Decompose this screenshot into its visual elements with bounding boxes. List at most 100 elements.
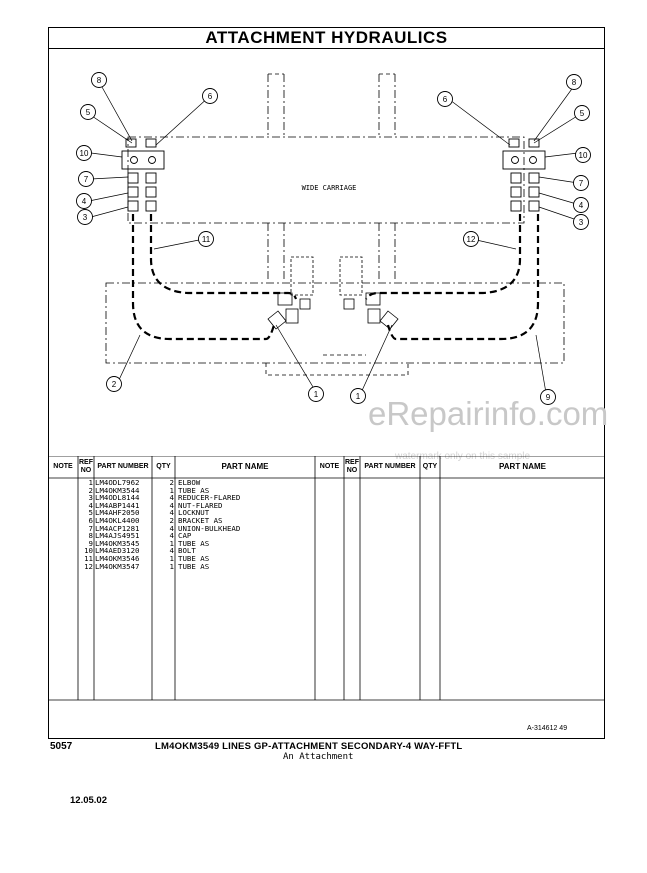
hydraulic-diagram: 8 5 6 10 7 4 3 11 2 1 8 5 6 10 7 4 3 12 …: [76, 72, 591, 405]
callout-label: 12: [467, 235, 476, 244]
tube-11: [149, 214, 298, 300]
lower-frame-outline: [105, 282, 565, 364]
cell-name: TUBE AS: [178, 554, 210, 563]
cell-pn: LM4OKM3545: [95, 538, 140, 548]
cell-no: 6: [88, 516, 93, 525]
cell-name: REDUCER-FLARED: [178, 493, 241, 503]
cell-qty: 1: [169, 538, 174, 548]
cell-no: 2: [88, 485, 93, 495]
watermark-sub: watermark only on this sample: [395, 451, 531, 462]
cell-qty: 1: [169, 554, 174, 563]
callout-label: 10: [80, 149, 89, 158]
cell-qty: 4: [169, 531, 174, 541]
parts-table: NOTE REF NO PART NUMBER QTY PART NAME NO…: [48, 456, 605, 739]
callout-7-left: [78, 171, 94, 187]
callout-11: [198, 231, 214, 247]
cell-no: 1: [88, 478, 93, 487]
callout-6-right: [437, 91, 453, 107]
callout-label: 5: [86, 108, 91, 117]
carriage-guide-right-top: [378, 74, 396, 137]
header-part-name: PART NAME: [221, 462, 269, 471]
watermark-main: eRepairinfo.com: [368, 395, 609, 432]
cell-qty: 2: [169, 478, 174, 487]
callout-2: [106, 376, 122, 392]
group-title: LM4OKM3549 LINES GP-ATTACHMENT SECONDARY…: [155, 741, 463, 752]
cell-qty: 4: [169, 493, 174, 503]
cell-no: 10: [84, 546, 93, 556]
header-part-number: PART NUMBER: [97, 463, 149, 470]
header-ref-no-2: REF NO: [345, 459, 359, 474]
callout-label: 6: [208, 92, 213, 101]
header-note-2: NOTE: [319, 463, 340, 470]
cell-pn: LM4AHF2050: [95, 508, 140, 518]
cell-no: 4: [88, 500, 93, 510]
cell-pn: LM4ABP1441: [95, 500, 140, 510]
cell-name: BOLT: [178, 546, 196, 556]
callout-3-left: [77, 209, 93, 225]
callout-6-left: [202, 88, 218, 104]
tube-9: [386, 214, 540, 341]
page-frame: [48, 27, 605, 739]
valve-block-left: [290, 256, 314, 296]
cell-name: CAP: [178, 531, 192, 541]
group-subtitle: An Attachment: [283, 752, 354, 762]
cell-pn: LM4OKM3547: [95, 561, 140, 571]
cell-qty: 1: [169, 561, 174, 571]
header-qty: QTY: [156, 463, 171, 470]
callout-5-right: [574, 105, 590, 121]
header-part-number-2: PART NUMBER: [364, 463, 416, 470]
cell-qty: 4: [169, 500, 174, 510]
header-part-name-2: PART NAME: [499, 462, 546, 471]
callout-label: 4: [579, 201, 584, 210]
cell-name: TUBE AS: [178, 561, 210, 571]
cell-no: 5: [88, 508, 93, 518]
tube-12: [365, 214, 522, 300]
cell-pn: LM4AED3120: [95, 546, 140, 556]
callout-4-right: [573, 197, 589, 213]
callout-10-left: [76, 145, 92, 161]
cell-no: 8: [88, 531, 93, 541]
callout-5-left: [80, 104, 96, 120]
cell-name: TUBE AS: [178, 538, 210, 548]
header-note: NOTE: [53, 463, 73, 470]
callout-label: 6: [443, 95, 448, 104]
cell-qty: 4: [169, 546, 174, 556]
callout-label: 10: [579, 151, 588, 160]
cell-qty: 4: [169, 523, 174, 533]
callout-label: 1: [356, 392, 361, 401]
cell-no: 3: [88, 493, 93, 503]
callout-9: [540, 389, 556, 405]
cell-no: 9: [88, 538, 93, 548]
wide-carriage-outline: [127, 136, 525, 224]
callout-label: 4: [82, 197, 87, 206]
callout-4-left: [76, 193, 92, 209]
callout-label: 3: [83, 213, 88, 222]
tube-2: [131, 214, 276, 341]
callout-1-left: [308, 386, 324, 402]
cell-name: ELBOW: [178, 478, 201, 487]
page-number: 5057: [50, 741, 73, 752]
table-grid: [48, 456, 605, 701]
callout-3-right: [573, 214, 589, 230]
callout-label: 11: [202, 235, 211, 244]
cell-no: 11: [84, 554, 93, 563]
page-title: ATTACHMENT HYDRAULICS: [48, 27, 605, 49]
cell-name: UNION-BULKHEAD: [178, 523, 241, 533]
cell-qty: 4: [169, 508, 174, 518]
callout-1-right: [350, 388, 366, 404]
cell-qty: 2: [169, 516, 174, 525]
cell-pn: LM4ACP1281: [95, 523, 140, 533]
header-qty-2: QTY: [422, 463, 438, 470]
callout-12: [463, 231, 479, 247]
callout-label: 7: [84, 175, 89, 184]
callout-7-right: [573, 175, 589, 191]
callout-8-left: [91, 72, 107, 88]
callout-label: 2: [112, 380, 117, 389]
